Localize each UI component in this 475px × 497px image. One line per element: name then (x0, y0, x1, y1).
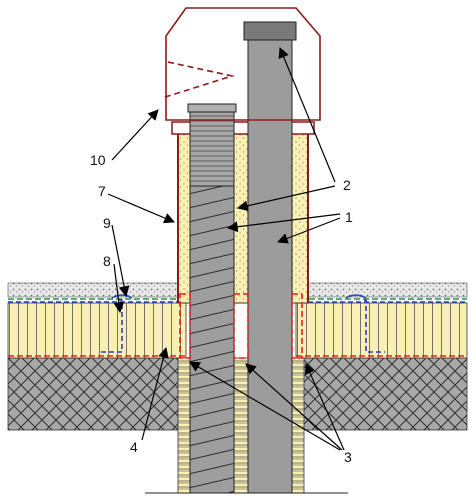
label-1: 1 (345, 209, 353, 225)
label-9: 9 (103, 215, 111, 231)
insulation-layer-right (295, 302, 468, 359)
arrow-icon (276, 217, 341, 244)
label-4: 4 (130, 439, 138, 455)
vent-pipe (247, 37, 293, 494)
arrow-icon (111, 224, 130, 298)
seal-red-left (179, 293, 191, 359)
seal-blue-top-right (345, 294, 367, 299)
gravel-layer-right (307, 282, 468, 298)
label-2: 2 (343, 177, 351, 193)
label-10: 10 (90, 152, 106, 168)
label-8: 8 (103, 253, 111, 269)
seal-blue-right (364, 299, 385, 353)
insulation-layer-left (7, 302, 187, 359)
seal-red-right (291, 293, 303, 359)
label-3: 3 (344, 449, 352, 465)
corrugated-pipe-top (189, 109, 235, 187)
arrow-icon (245, 363, 343, 451)
arrow-icon (189, 361, 341, 451)
arrow-icon (236, 185, 336, 212)
vent-pipe-cap (243, 21, 297, 41)
arrow-icon (304, 363, 345, 451)
arrow-icon (111, 109, 159, 161)
arrow-icon (107, 193, 175, 224)
concrete-deck-right (299, 357, 468, 431)
arrow-icon (141, 346, 169, 441)
cap-hood (165, 7, 321, 121)
arrow-icon (226, 213, 341, 233)
gravel-layer-left (7, 282, 179, 298)
arrow-icon (113, 263, 125, 314)
seal-red-mid (233, 293, 249, 359)
pipe-sleeve-mid-lower (233, 357, 249, 494)
concrete-deck-left (7, 357, 179, 431)
corrugation-lines (190, 115, 234, 182)
label-7: 7 (98, 183, 106, 199)
pipe-sleeve-left-lower (177, 357, 191, 494)
cap-hood-dashed (161, 61, 236, 99)
arrow-icon (278, 47, 336, 183)
corrugated-pipe-rim (187, 103, 237, 113)
seal-blue-left (98, 299, 123, 353)
leaders (107, 47, 345, 451)
